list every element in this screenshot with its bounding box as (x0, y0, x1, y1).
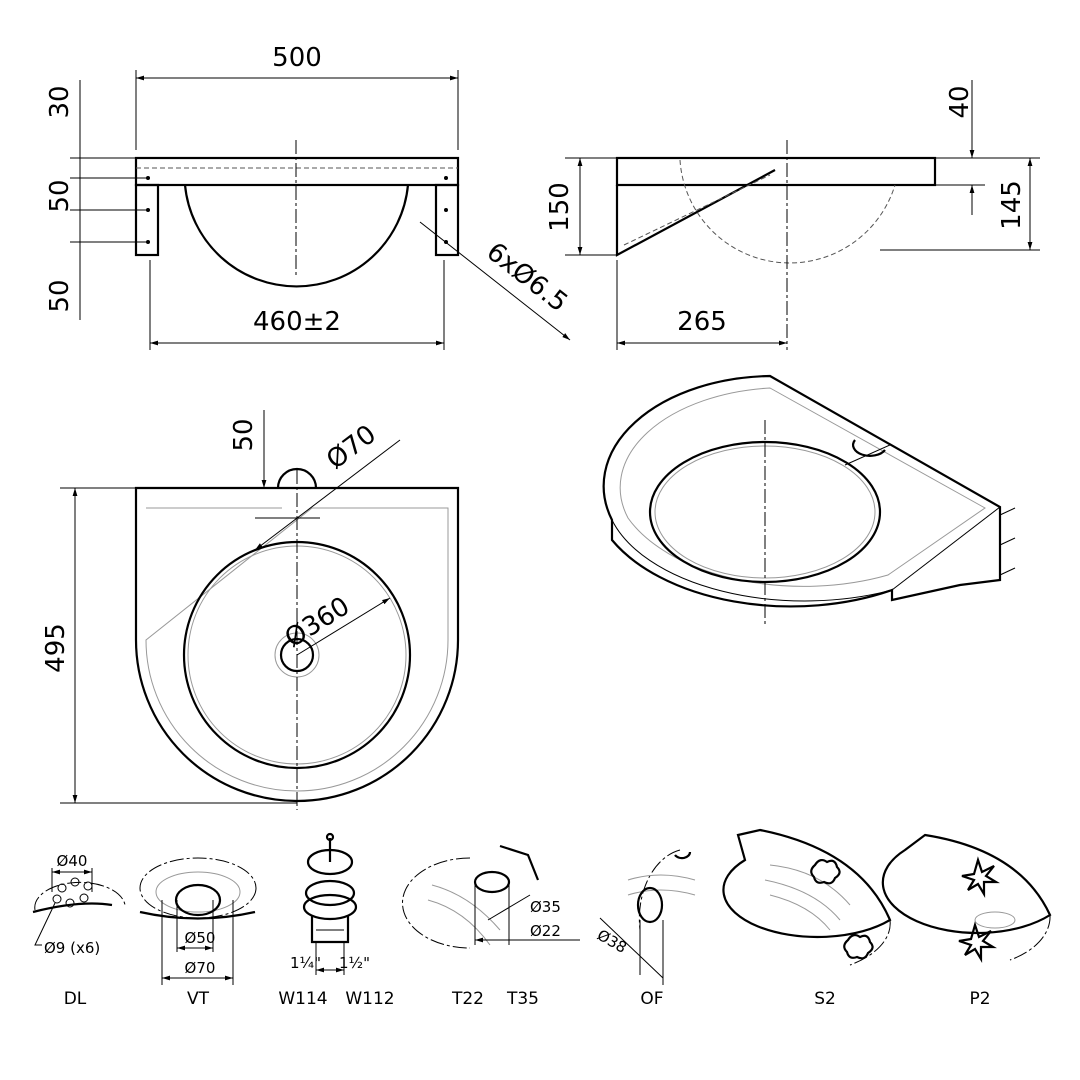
width-dimension: 500 (272, 43, 322, 73)
svg-text:Ø40: Ø40 (57, 852, 88, 870)
svg-text:Ø9 (x6): Ø9 (x6) (44, 939, 100, 957)
depth-dimension: 265 (677, 307, 727, 337)
option-dl: Ø40 Ø9 (x6) DL (32, 852, 126, 1009)
bracket-span-dimension: 460±2 (253, 307, 341, 337)
svg-text:W114: W114 (278, 989, 327, 1009)
option-overflow: Ø38 OF (594, 849, 696, 1009)
rim-dimension: 40 (945, 85, 975, 118)
svg-text:P2: P2 (969, 989, 990, 1009)
svg-text:1½": 1½" (339, 954, 370, 972)
option-vt: Ø50 Ø70 VT (139, 857, 257, 1009)
isometric-view (602, 374, 1016, 625)
svg-text:Ø50: Ø50 (185, 929, 216, 947)
overall-height-dimension: 145 (997, 180, 1027, 230)
top-view: 495 50 Ø70 Ø360 (41, 410, 460, 810)
svg-text:VT: VT (187, 989, 210, 1009)
option-s2: S2 (722, 828, 892, 1009)
option-code: DL (64, 989, 87, 1009)
svg-text:OF: OF (640, 989, 663, 1009)
option-p2: P2 (881, 833, 1052, 1009)
svg-text:Ø35: Ø35 (530, 898, 561, 916)
svg-text:T22: T22 (451, 989, 484, 1009)
svg-text:Ø38: Ø38 (594, 926, 630, 957)
tap-hole-dimension: Ø70 (321, 419, 382, 475)
svg-text:Ø70: Ø70 (185, 959, 216, 977)
svg-text:Ø22: Ø22 (530, 922, 561, 940)
bowl-diameter-dimension: Ø360 (280, 591, 355, 654)
svg-text:1¼": 1¼" (290, 954, 321, 972)
option-waste: 1¼" 1½" W114 W112 (278, 832, 395, 1009)
height-dimension: 150 (545, 182, 575, 232)
front-view: 500 460±2 30 50 50 6xØ6.5 (45, 43, 573, 350)
svg-text:T35: T35 (506, 989, 539, 1009)
slab-thickness-dimension: 30 (45, 85, 75, 118)
side-view: 150 265 40 145 (545, 80, 1040, 350)
svg-text:S2: S2 (814, 989, 836, 1009)
length-dimension: 495 (41, 623, 71, 673)
svg-text:W112: W112 (345, 989, 394, 1009)
option-tap-hole: Ø35 Ø22 T22 T35 (402, 844, 580, 1009)
bracket-below-dimension: 50 (45, 279, 75, 312)
hole-spacing-dimension: 50 (45, 179, 75, 212)
tap-offset-dimension: 50 (229, 418, 259, 451)
